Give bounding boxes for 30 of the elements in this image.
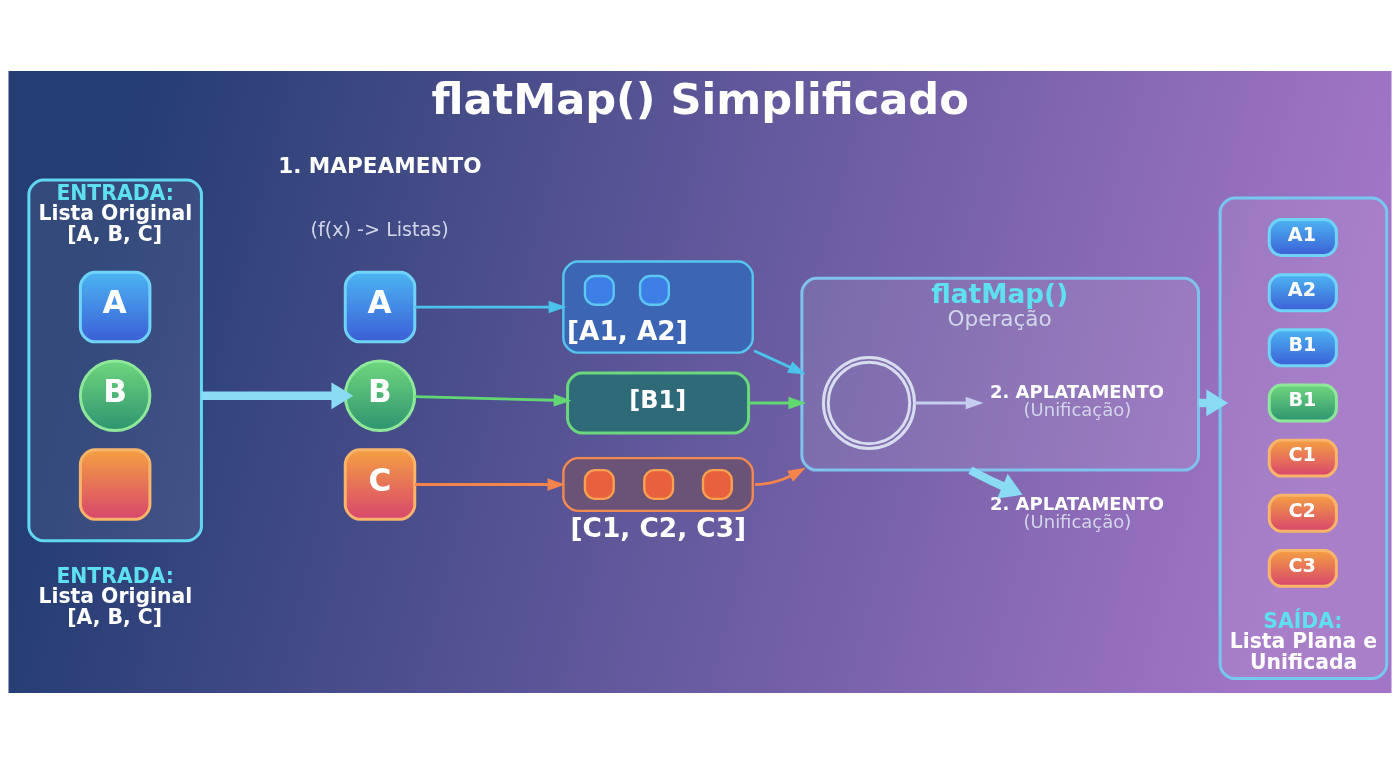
arrow	[755, 467, 806, 486]
node-box: B1	[1267, 328, 1338, 368]
node-box: A2	[1267, 273, 1338, 313]
arrow	[415, 300, 567, 314]
label: 1. MAPEAMENTO	[278, 153, 482, 179]
node-picture	[821, 355, 916, 450]
node-box	[78, 448, 152, 521]
node-text: 2. APLATAMENTO (Unificação)	[990, 381, 1165, 421]
node-box: C3	[1267, 548, 1338, 588]
node-box: B1	[1267, 383, 1338, 423]
arrow	[414, 394, 572, 407]
node-box: A	[343, 270, 417, 344]
node-box: A1	[1267, 218, 1338, 258]
node-circle: B	[343, 359, 417, 433]
arrow	[968, 466, 1023, 499]
arrow	[415, 478, 566, 491]
node-box: C2	[1267, 493, 1338, 533]
node-box: [B1]	[566, 371, 751, 435]
arrow	[914, 396, 984, 410]
node-circle: B	[78, 359, 152, 433]
arrow	[748, 396, 807, 410]
diagram-title: flatMap() Simplificado	[431, 73, 969, 124]
node-label: [C1, C2, C3]	[570, 512, 747, 543]
node-box: A	[78, 270, 152, 344]
label: (f(x) -> Listas)	[310, 218, 449, 242]
node-text: 2. APLATAMENTO (Unificação)	[990, 492, 1165, 532]
node-box: C1	[1267, 438, 1338, 478]
node-box: C	[343, 448, 417, 521]
arrow	[753, 349, 806, 375]
arrow	[201, 382, 354, 410]
